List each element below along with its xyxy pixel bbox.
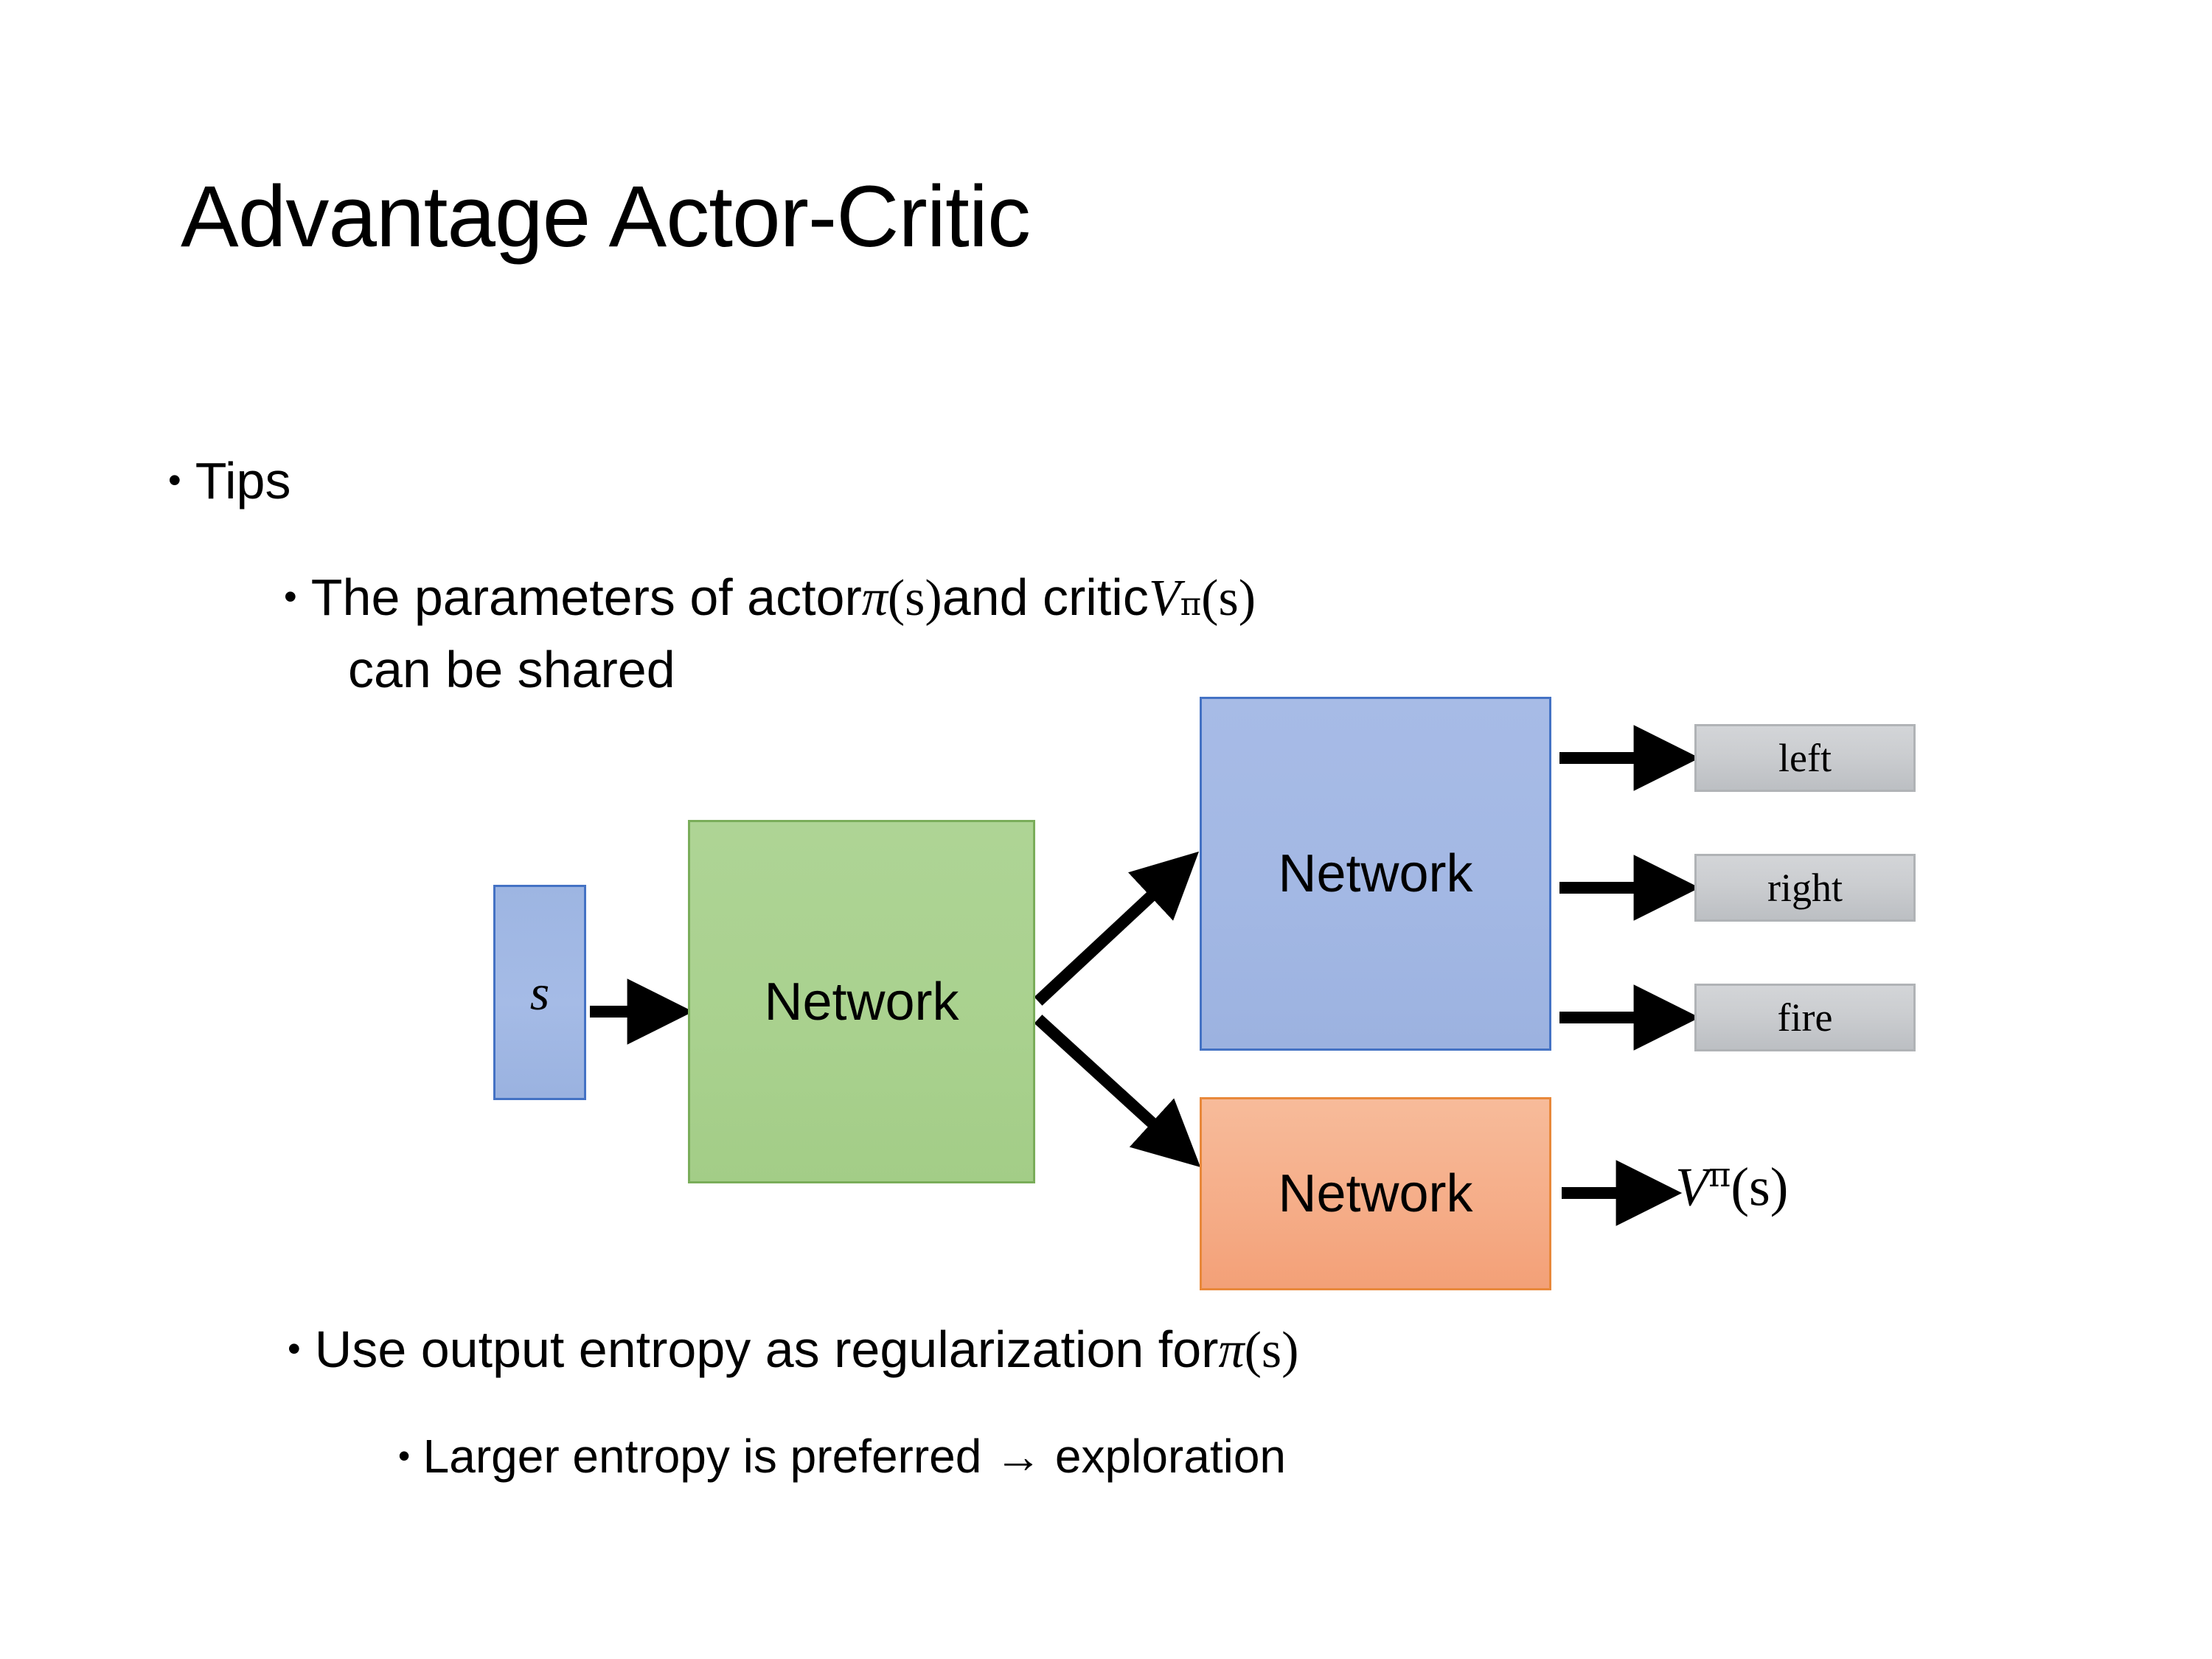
bullet-shared-parameters-prefix: The parameters of actor	[310, 568, 862, 626]
diagram-output-right: right	[1694, 854, 1916, 922]
critic-value-arg: (s)	[1201, 570, 1256, 627]
diagram-output-fire: fire	[1694, 984, 1916, 1051]
output-left-label: left	[1778, 736, 1832, 780]
bullet-shared-parameters: • The parameters of actor π (s) and crit…	[284, 568, 1256, 628]
bullet-tips-label: Tips	[195, 452, 291, 509]
actor-policy-arg: (s)	[887, 570, 942, 627]
diagram-output-left: left	[1694, 724, 1916, 792]
output-right-label: right	[1767, 866, 1843, 910]
diagram-node-actor-network: Network	[1200, 697, 1551, 1051]
actor-policy-symbol: π	[861, 570, 888, 627]
bullet-larger-entropy: • Larger entropy is preferred → explorat…	[398, 1429, 1286, 1484]
critic-value-symbol: V	[1148, 570, 1180, 627]
bullet-tips: • Tips	[168, 451, 291, 510]
page-title: Advantage Actor-Critic	[181, 168, 1031, 265]
actor-network-label: Network	[1278, 844, 1473, 903]
diagram-node-input-state: s	[493, 885, 586, 1100]
diagram-output-value-function: Vπ(s)	[1675, 1155, 1788, 1220]
value-function-superscript: π	[1708, 1155, 1731, 1194]
critic-network-label: Network	[1278, 1164, 1473, 1223]
bullet-marker: •	[168, 458, 181, 501]
bullet-marker: •	[288, 1326, 301, 1369]
diagram-node-shared-network: Network	[688, 820, 1035, 1183]
arrow-shared-to-critic	[1034, 1015, 1201, 1167]
diagram-node-critic-network: Network	[1200, 1097, 1551, 1290]
bullet-marker: •	[398, 1436, 411, 1475]
value-function-symbol: V	[1675, 1157, 1709, 1218]
bullet-entropy-prefix: Use output entropy as regularization for	[314, 1321, 1219, 1378]
bullet-shared-parameters-line2: can be shared	[348, 641, 675, 698]
shared-network-label: Network	[764, 972, 959, 1032]
bullet-entropy-regularization: • Use output entropy as regularization f…	[288, 1320, 1298, 1380]
value-function-arg: (s)	[1731, 1157, 1789, 1218]
entropy-policy-symbol: π	[1218, 1322, 1245, 1379]
bullet-larger-entropy-label: Larger entropy is preferred → exploratio…	[422, 1430, 1287, 1483]
entropy-policy-arg: (s)	[1244, 1322, 1299, 1379]
input-state-label: s	[529, 964, 550, 1020]
arrow-shared-to-actor	[1034, 851, 1200, 1006]
bullet-marker: •	[284, 574, 297, 617]
critic-value-superscript: π	[1180, 586, 1202, 623]
output-fire-label: fire	[1777, 995, 1833, 1040]
bullet-shared-parameters-middle: and critic	[942, 568, 1149, 626]
